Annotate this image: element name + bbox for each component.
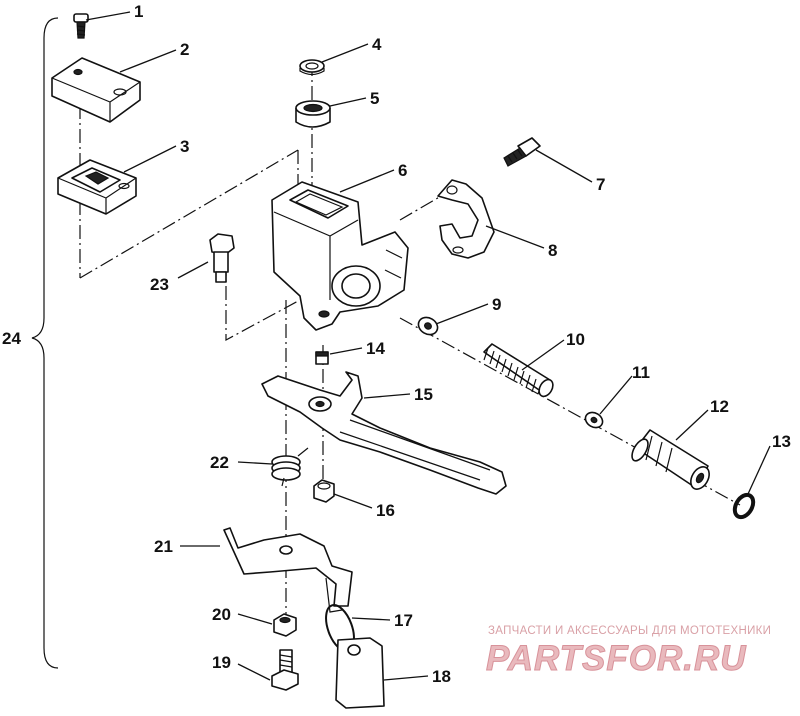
callout-18: 18 (432, 667, 451, 686)
callout-3: 3 (180, 137, 189, 156)
leader-lines (85, 11, 771, 681)
callout-4: 4 (372, 35, 382, 54)
callout-10: 10 (566, 330, 585, 349)
assembly-brace (31, 17, 59, 669)
callout-7: 7 (596, 175, 605, 194)
callout-20: 20 (212, 605, 231, 624)
alignment-lines (79, 62, 741, 620)
watermark: ЗАПЧАСТИ И АКСЕССУАРЫ ДЛЯ МОТОТЕХНИКИ PA… (486, 625, 771, 679)
part-screw-19 (271, 649, 299, 691)
part-bushing-14 (315, 351, 329, 365)
callout-16: 16 (376, 501, 395, 520)
callout-24: 24 (2, 329, 21, 348)
part-washer-11 (584, 411, 604, 429)
callout-22: 22 (210, 453, 229, 472)
watermark-logo: PARTSFOR.RU (486, 639, 747, 678)
part-piston-12 (631, 429, 710, 490)
callout-21: 21 (154, 537, 173, 556)
callout-6: 6 (398, 161, 407, 180)
part-reservoir-cap-2 (51, 57, 141, 123)
callout-9: 9 (492, 295, 501, 314)
callout-1: 1 (134, 2, 143, 21)
part-bracket-21 (223, 527, 353, 613)
part-o-ring-13 (732, 492, 756, 520)
part-nut-20 (273, 613, 297, 637)
watermark-tagline: ЗАПЧАСТИ И АКСЕССУАРЫ ДЛЯ МОТОТЕХНИКИ (488, 625, 771, 637)
part-seal-4 (299, 59, 325, 76)
part-master-cylinder-6 (271, 181, 409, 331)
callout-8: 8 (548, 241, 557, 260)
callout-2: 2 (180, 40, 189, 59)
part-lever-15 (261, 371, 507, 495)
callout-14: 14 (366, 339, 385, 358)
callout-12: 12 (710, 397, 729, 416)
part-pivot-bolt-23 (209, 233, 235, 283)
callout-13: 13 (772, 432, 791, 451)
callout-19: 19 (212, 653, 231, 672)
callout-5: 5 (370, 89, 379, 108)
part-washer-9 (417, 316, 439, 336)
part-clamp-8 (437, 179, 495, 259)
part-bushing-5 (295, 100, 331, 128)
part-nut-16 (313, 479, 335, 503)
part-screw-1 (73, 13, 89, 39)
part-torsion-spring-22 (271, 447, 309, 487)
callout-17: 17 (394, 611, 413, 630)
part-tag-18 (335, 637, 385, 709)
callout-11: 11 (632, 363, 650, 382)
part-diaphragm-3 (57, 159, 137, 215)
callout-labels: 1 2 3 4 5 6 7 8 9 10 11 12 13 14 15 16 1… (2, 2, 791, 686)
callout-15: 15 (414, 385, 433, 404)
part-spring-10 (483, 343, 554, 398)
callout-23: 23 (150, 275, 169, 294)
part-bolt-7 (503, 137, 541, 167)
